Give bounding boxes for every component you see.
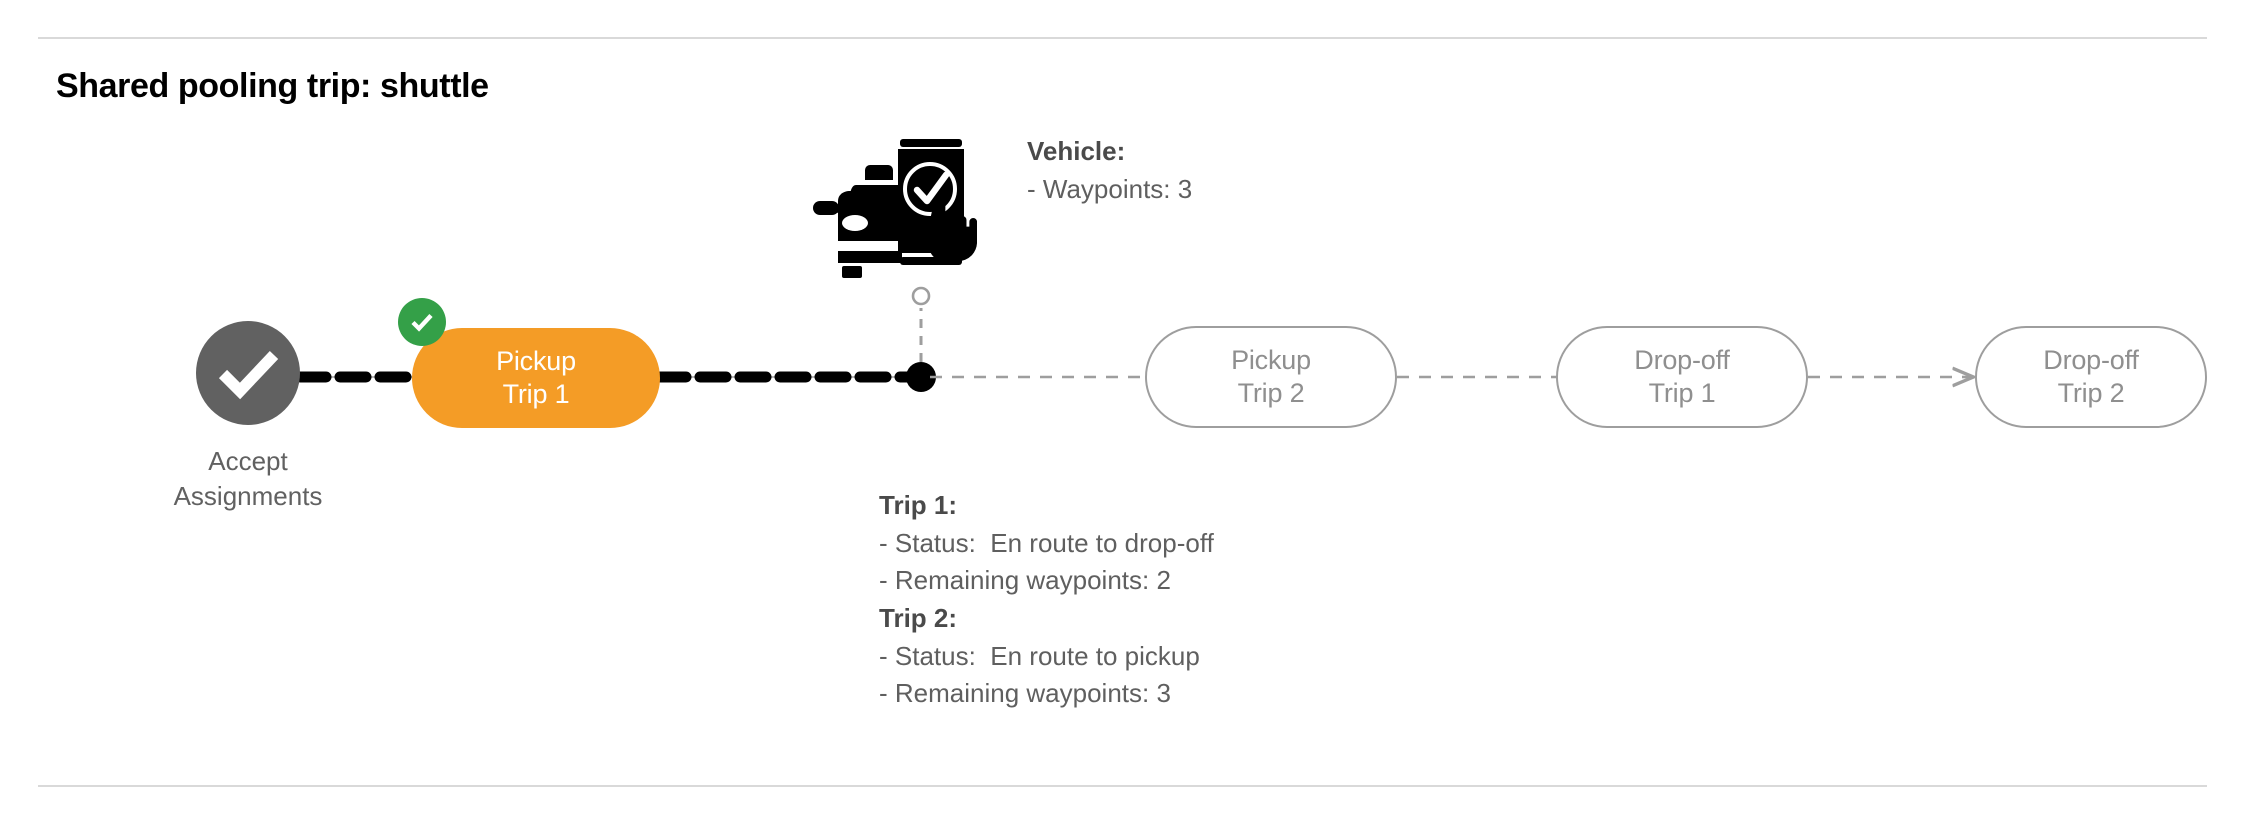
trip-2-heading-label: Trip 2 xyxy=(879,603,949,634)
trips-info-block: Trip 1: - Status: En route to drop-off -… xyxy=(879,487,1214,713)
node-pickup-trip-2-line2: Trip 2 xyxy=(1237,378,1305,408)
trip-1-heading: Trip 1: xyxy=(879,487,1214,525)
start-node-accept-assignments[interactable] xyxy=(196,321,300,425)
page-title: Shared pooling trip: shuttle xyxy=(56,67,489,105)
node-dropoff-trip-1-line2: Trip 1 xyxy=(1648,378,1716,408)
vehicle-info-waypoints: - Waypoints: 3 xyxy=(1027,173,1193,204)
vehicle-info-heading-suffix: : xyxy=(1116,136,1126,166)
trip-2-remaining-waypoints: - Remaining waypoints: 3 xyxy=(879,678,1171,709)
start-node-label: Accept Assignments xyxy=(108,444,388,514)
vehicle-position-dot xyxy=(906,362,936,392)
start-label-line2: Assignments xyxy=(173,480,323,511)
node-pickup-trip-2-line1: Pickup xyxy=(1231,345,1311,376)
trip-2-status: - Status: En route to pickup xyxy=(879,640,1200,671)
node-pickup-trip-2[interactable]: Pickup Trip 2 xyxy=(1145,326,1397,428)
top-divider xyxy=(38,37,2207,39)
trip-1-remaining-waypoints: - Remaining waypoints: 2 xyxy=(879,565,1171,596)
trip-1-status: - Status: En route to drop-off xyxy=(879,527,1214,558)
node-pickup-trip-1-line2: Trip 1 xyxy=(502,379,570,409)
check-circle-icon xyxy=(218,351,279,400)
vehicle-info-heading: Vehicle: xyxy=(1027,133,1192,171)
node-dropoff-trip-2-line2: Trip 2 xyxy=(2057,378,2125,408)
start-label-line1: Accept xyxy=(208,446,288,476)
node-pickup-trip-1[interactable]: Pickup Trip 1 xyxy=(412,328,660,428)
trip-2-heading: Trip 2: xyxy=(879,600,1214,638)
node-dropoff-trip-1[interactable]: Drop-off Trip 1 xyxy=(1556,326,1808,428)
check-badge-icon xyxy=(398,298,446,346)
bottom-divider xyxy=(38,785,2207,787)
vehicle-info-block: Vehicle: - Waypoints: 3 xyxy=(1027,133,1192,209)
trip-2-heading-suffix: : xyxy=(948,603,958,634)
trip-1-heading-label: Trip 1 xyxy=(879,490,949,520)
node-dropoff-trip-1-line1: Drop-off xyxy=(1634,345,1730,376)
vehicle-info-heading-label: Vehicle xyxy=(1027,136,1117,166)
check-icon xyxy=(411,314,433,332)
node-dropoff-trip-2[interactable]: Drop-off Trip 2 xyxy=(1975,326,2207,428)
node-pickup-trip-1-line1: Pickup xyxy=(496,346,576,377)
car-phone-check-icon xyxy=(813,139,977,278)
leader-circle-icon xyxy=(911,286,931,306)
trip-1-heading-suffix: : xyxy=(948,490,958,520)
node-dropoff-trip-2-line1: Drop-off xyxy=(2043,345,2139,376)
